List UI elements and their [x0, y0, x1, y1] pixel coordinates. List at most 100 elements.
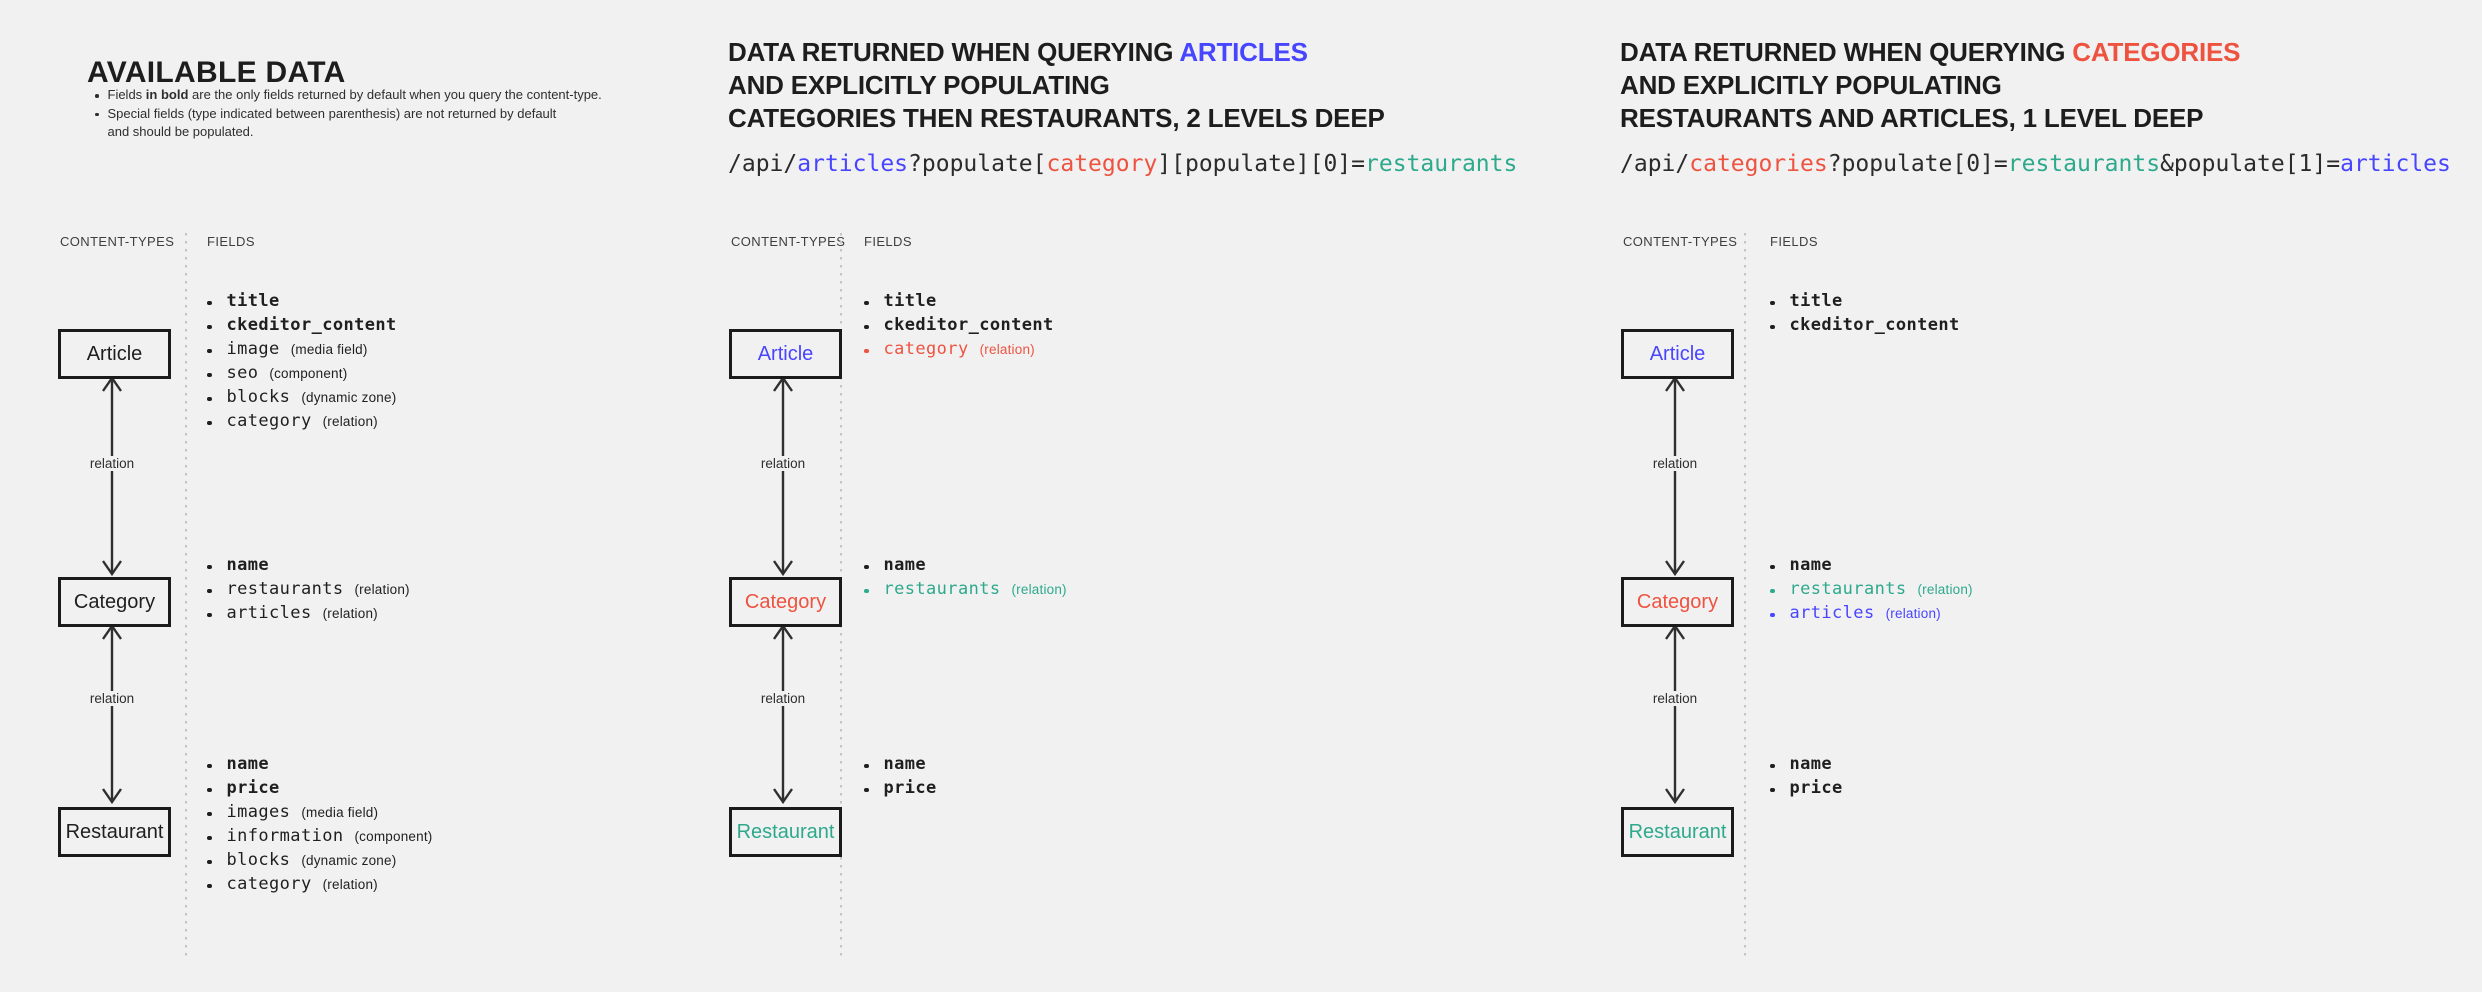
field-name: restaurants	[883, 579, 1001, 599]
node-box-article: Article	[1621, 329, 1734, 379]
field-list-restaurant: name price	[1770, 754, 1854, 802]
api-segment: ?populate[0]=	[1827, 151, 2008, 177]
node-box-restaurant: Restaurant	[58, 807, 171, 857]
relation-label: relation	[85, 691, 139, 706]
bullet-icon	[207, 883, 212, 889]
relation-label: relation	[756, 456, 810, 471]
panel-available-data: AVAILABLE DATA Fields in bold are the on…	[57, 0, 717, 992]
field-list-category: name restaurants (relation) articles (re…	[1770, 555, 1973, 627]
note-text: Fields in bold are the only fields retur…	[108, 86, 602, 105]
note-item: Special fields (type indicated between p…	[95, 105, 715, 142]
field-list-restaurant: name price images (media field) informat…	[207, 754, 432, 898]
field-item: images (media field)	[207, 802, 432, 826]
field-name: name	[1789, 555, 1833, 575]
field-item: price	[1770, 778, 1854, 802]
field-type: (relation)	[322, 606, 378, 621]
field-name: blocks	[226, 387, 291, 407]
note-item: Fields in bold are the only fields retur…	[95, 86, 715, 105]
field-name: category	[226, 874, 312, 894]
bullet-icon	[1770, 564, 1775, 570]
bullet-icon	[207, 300, 212, 306]
field-type: (component)	[354, 829, 433, 844]
notes-list: Fields in bold are the only fields retur…	[95, 86, 715, 142]
relation-arrow	[1665, 624, 1685, 804]
field-list-article: title ckeditor_content image (media fiel…	[207, 291, 408, 435]
panel-title: DATA RETURNED WHEN QUERYING CATEGORIES A…	[1620, 36, 2240, 135]
bullet-icon	[1770, 787, 1775, 793]
field-item: name	[864, 555, 1067, 579]
api-segment: restaurants	[2007, 151, 2161, 177]
field-item: blocks (dynamic zone)	[207, 387, 408, 411]
bullet-icon	[1770, 588, 1775, 594]
api-segment: &populate[1]=	[2160, 151, 2341, 177]
field-item: seo (component)	[207, 363, 408, 387]
bullet-icon	[1770, 300, 1775, 306]
bullet-icon	[1770, 324, 1775, 330]
title-segment: AND EXPLICITLY POPULATING	[1620, 70, 2002, 100]
field-type: (relation)	[1917, 582, 1973, 597]
field-name: seo	[226, 363, 259, 383]
field-type: (relation)	[1011, 582, 1067, 597]
node-box-restaurant: Restaurant	[729, 807, 842, 857]
field-item: price	[864, 778, 948, 802]
field-type: (relation)	[1885, 606, 1941, 621]
field-item: ckeditor_content	[864, 315, 1065, 339]
panel-query-categories: DATA RETURNED WHEN QUERYING CATEGORIES A…	[1620, 0, 2480, 992]
field-list-article: title ckeditor_content category (relatio…	[864, 291, 1065, 363]
bullet-icon	[207, 787, 212, 793]
field-name: articles	[226, 603, 312, 623]
field-name: category	[883, 339, 969, 359]
field-list-category: name restaurants (relation)	[864, 555, 1067, 603]
api-segment: /api/	[728, 151, 798, 177]
bullet-icon	[864, 588, 869, 594]
field-item: blocks (dynamic zone)	[207, 850, 432, 874]
field-item: restaurants (relation)	[1770, 579, 1973, 603]
field-name: name	[1789, 754, 1833, 774]
field-item: title	[864, 291, 1065, 315]
title-segment: CATEGORIES THEN RESTAURANTS, 2 LEVELS DE…	[728, 103, 1385, 133]
panel-title: DATA RETURNED WHEN QUERYING ARTICLES AND…	[728, 36, 1385, 135]
field-name: price	[883, 778, 937, 798]
field-item: articles (relation)	[207, 603, 410, 627]
field-item: name	[1770, 555, 1973, 579]
field-type: (media field)	[301, 805, 379, 820]
relation-arrow	[773, 376, 793, 576]
page-title: AVAILABLE DATA	[87, 56, 346, 90]
bullet-icon	[207, 612, 212, 618]
field-name: information	[226, 826, 344, 846]
field-item: title	[207, 291, 408, 315]
field-type: (relation)	[322, 414, 378, 429]
field-item: image (media field)	[207, 339, 408, 363]
fields-label: FIELDS	[1770, 234, 1818, 249]
field-item: name	[207, 555, 410, 579]
content-types-label: CONTENT-TYPES	[60, 234, 175, 249]
bullet-icon	[95, 94, 99, 98]
api-segment: /api/	[1620, 151, 1690, 177]
api-path: /api/articles?populate[category][populat…	[728, 151, 1517, 177]
bullet-icon	[207, 763, 212, 769]
field-name: title	[1789, 291, 1843, 311]
api-segment: category	[1046, 151, 1158, 177]
note-text-segment: Special fields (type indicated between p…	[107, 105, 557, 140]
title-segment: DATA RETURNED WHEN QUERYING	[728, 37, 1180, 67]
relation-arrow	[102, 376, 122, 576]
field-type: (dynamic zone)	[301, 853, 397, 868]
api-path: /api/categories?populate[0]=restaurants&…	[1620, 151, 2451, 177]
field-list-category: name restaurants (relation) articles (re…	[207, 555, 410, 627]
note-text-segment: are the only fields returned by default …	[188, 87, 602, 102]
node-box-restaurant: Restaurant	[1621, 807, 1734, 857]
bullet-icon	[207, 372, 212, 378]
field-name: category	[226, 411, 312, 431]
field-item: restaurants (relation)	[207, 579, 410, 603]
field-list-restaurant: name price	[864, 754, 948, 802]
field-item: ckeditor_content	[1770, 315, 1971, 339]
bullet-icon	[207, 324, 212, 330]
field-name: ckeditor_content	[226, 315, 397, 335]
field-name: restaurants	[1789, 579, 1907, 599]
field-name: restaurants	[226, 579, 344, 599]
panel-title-line: AND EXPLICITLY POPULATING	[1620, 69, 2240, 102]
bullet-icon	[207, 588, 212, 594]
field-item: information (component)	[207, 826, 432, 850]
relation-label: relation	[1648, 691, 1702, 706]
